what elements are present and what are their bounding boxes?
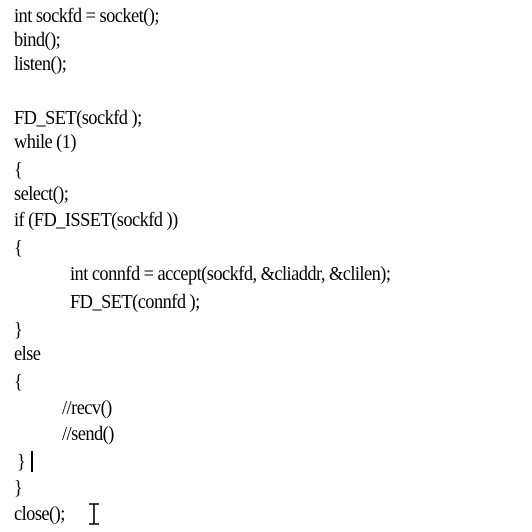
code-line-19: } xyxy=(14,477,23,499)
code-line-18: } xyxy=(17,451,26,473)
code-line-5: FD_SET(sockfd ); xyxy=(14,107,142,129)
code-line-12: FD_SET(connfd ); xyxy=(70,291,200,313)
code-line-7: { xyxy=(14,159,23,181)
code-line-16: //recv() xyxy=(62,397,112,419)
code-line-3: listen(); xyxy=(14,53,67,75)
code-line-11: int connfd = accept(sockfd, &cliaddr, &c… xyxy=(70,263,391,285)
code-line-9: if (FD_ISSET(sockfd )) xyxy=(14,209,178,231)
text-caret-icon xyxy=(31,451,33,472)
code-line-1: int sockfd = socket(); xyxy=(14,5,159,27)
i-beam-cursor-icon xyxy=(89,503,99,525)
code-line-8: select(); xyxy=(14,183,69,205)
code-line-6: while (1) xyxy=(14,131,77,153)
code-line-14: else xyxy=(14,343,41,365)
code-line-15: { xyxy=(14,371,23,393)
code-line-10: { xyxy=(14,237,23,259)
code-line-2: bind(); xyxy=(14,29,61,51)
code-line-17: //send() xyxy=(62,423,114,445)
code-line-20: close(); xyxy=(14,503,65,525)
code-line-13: } xyxy=(14,319,23,341)
